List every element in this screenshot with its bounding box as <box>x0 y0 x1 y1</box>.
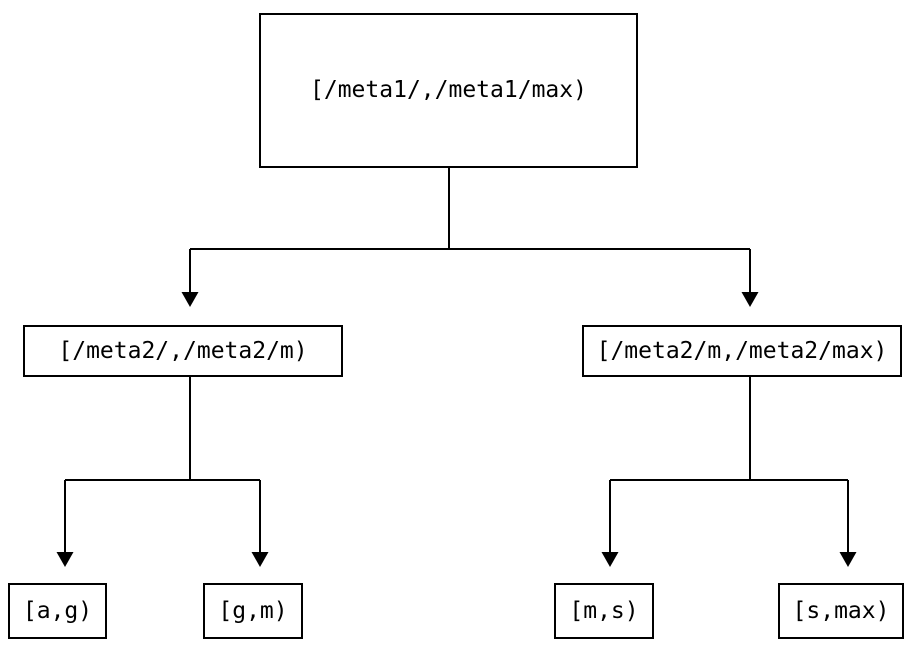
node-meta2-right-range: [/meta2/m,/meta2/max) <box>582 325 902 377</box>
node-leaf-m-s: [m,s) <box>554 583 654 639</box>
connector-line <box>609 377 849 552</box>
node-leaf-g-m: [g,m) <box>203 583 303 639</box>
edge-root-to-level2 <box>181 168 759 307</box>
node-label: [g,m) <box>218 597 288 624</box>
arrowhead-down-icon <box>741 292 759 307</box>
node-leaf-a-g: [a,g) <box>8 583 107 639</box>
node-label: [/meta2/,/meta2/m) <box>58 337 308 364</box>
arrowhead-down-icon <box>601 552 619 567</box>
arrowhead-down-icon <box>181 292 199 307</box>
node-label: [a,g) <box>22 597 93 624</box>
node-label: [/meta2/m,/meta2/max) <box>596 337 888 364</box>
node-leaf-s-max: [s,max) <box>778 583 904 639</box>
node-label: [/meta1/,/meta1/max) <box>310 77 587 103</box>
node-meta2-left-range: [/meta2/,/meta2/m) <box>23 325 343 377</box>
connector-line <box>189 168 751 292</box>
connector-line <box>64 377 261 552</box>
node-meta1-range: [/meta1/,/meta1/max) <box>259 13 638 168</box>
node-label: [m,s) <box>569 597 639 624</box>
arrowhead-down-icon <box>56 552 74 567</box>
arrowhead-down-icon <box>251 552 269 567</box>
arrowhead-down-icon <box>839 552 857 567</box>
edge-right-to-leaves <box>601 377 857 567</box>
edge-left-to-leaves <box>56 377 269 567</box>
node-label: [s,max) <box>792 597 890 624</box>
